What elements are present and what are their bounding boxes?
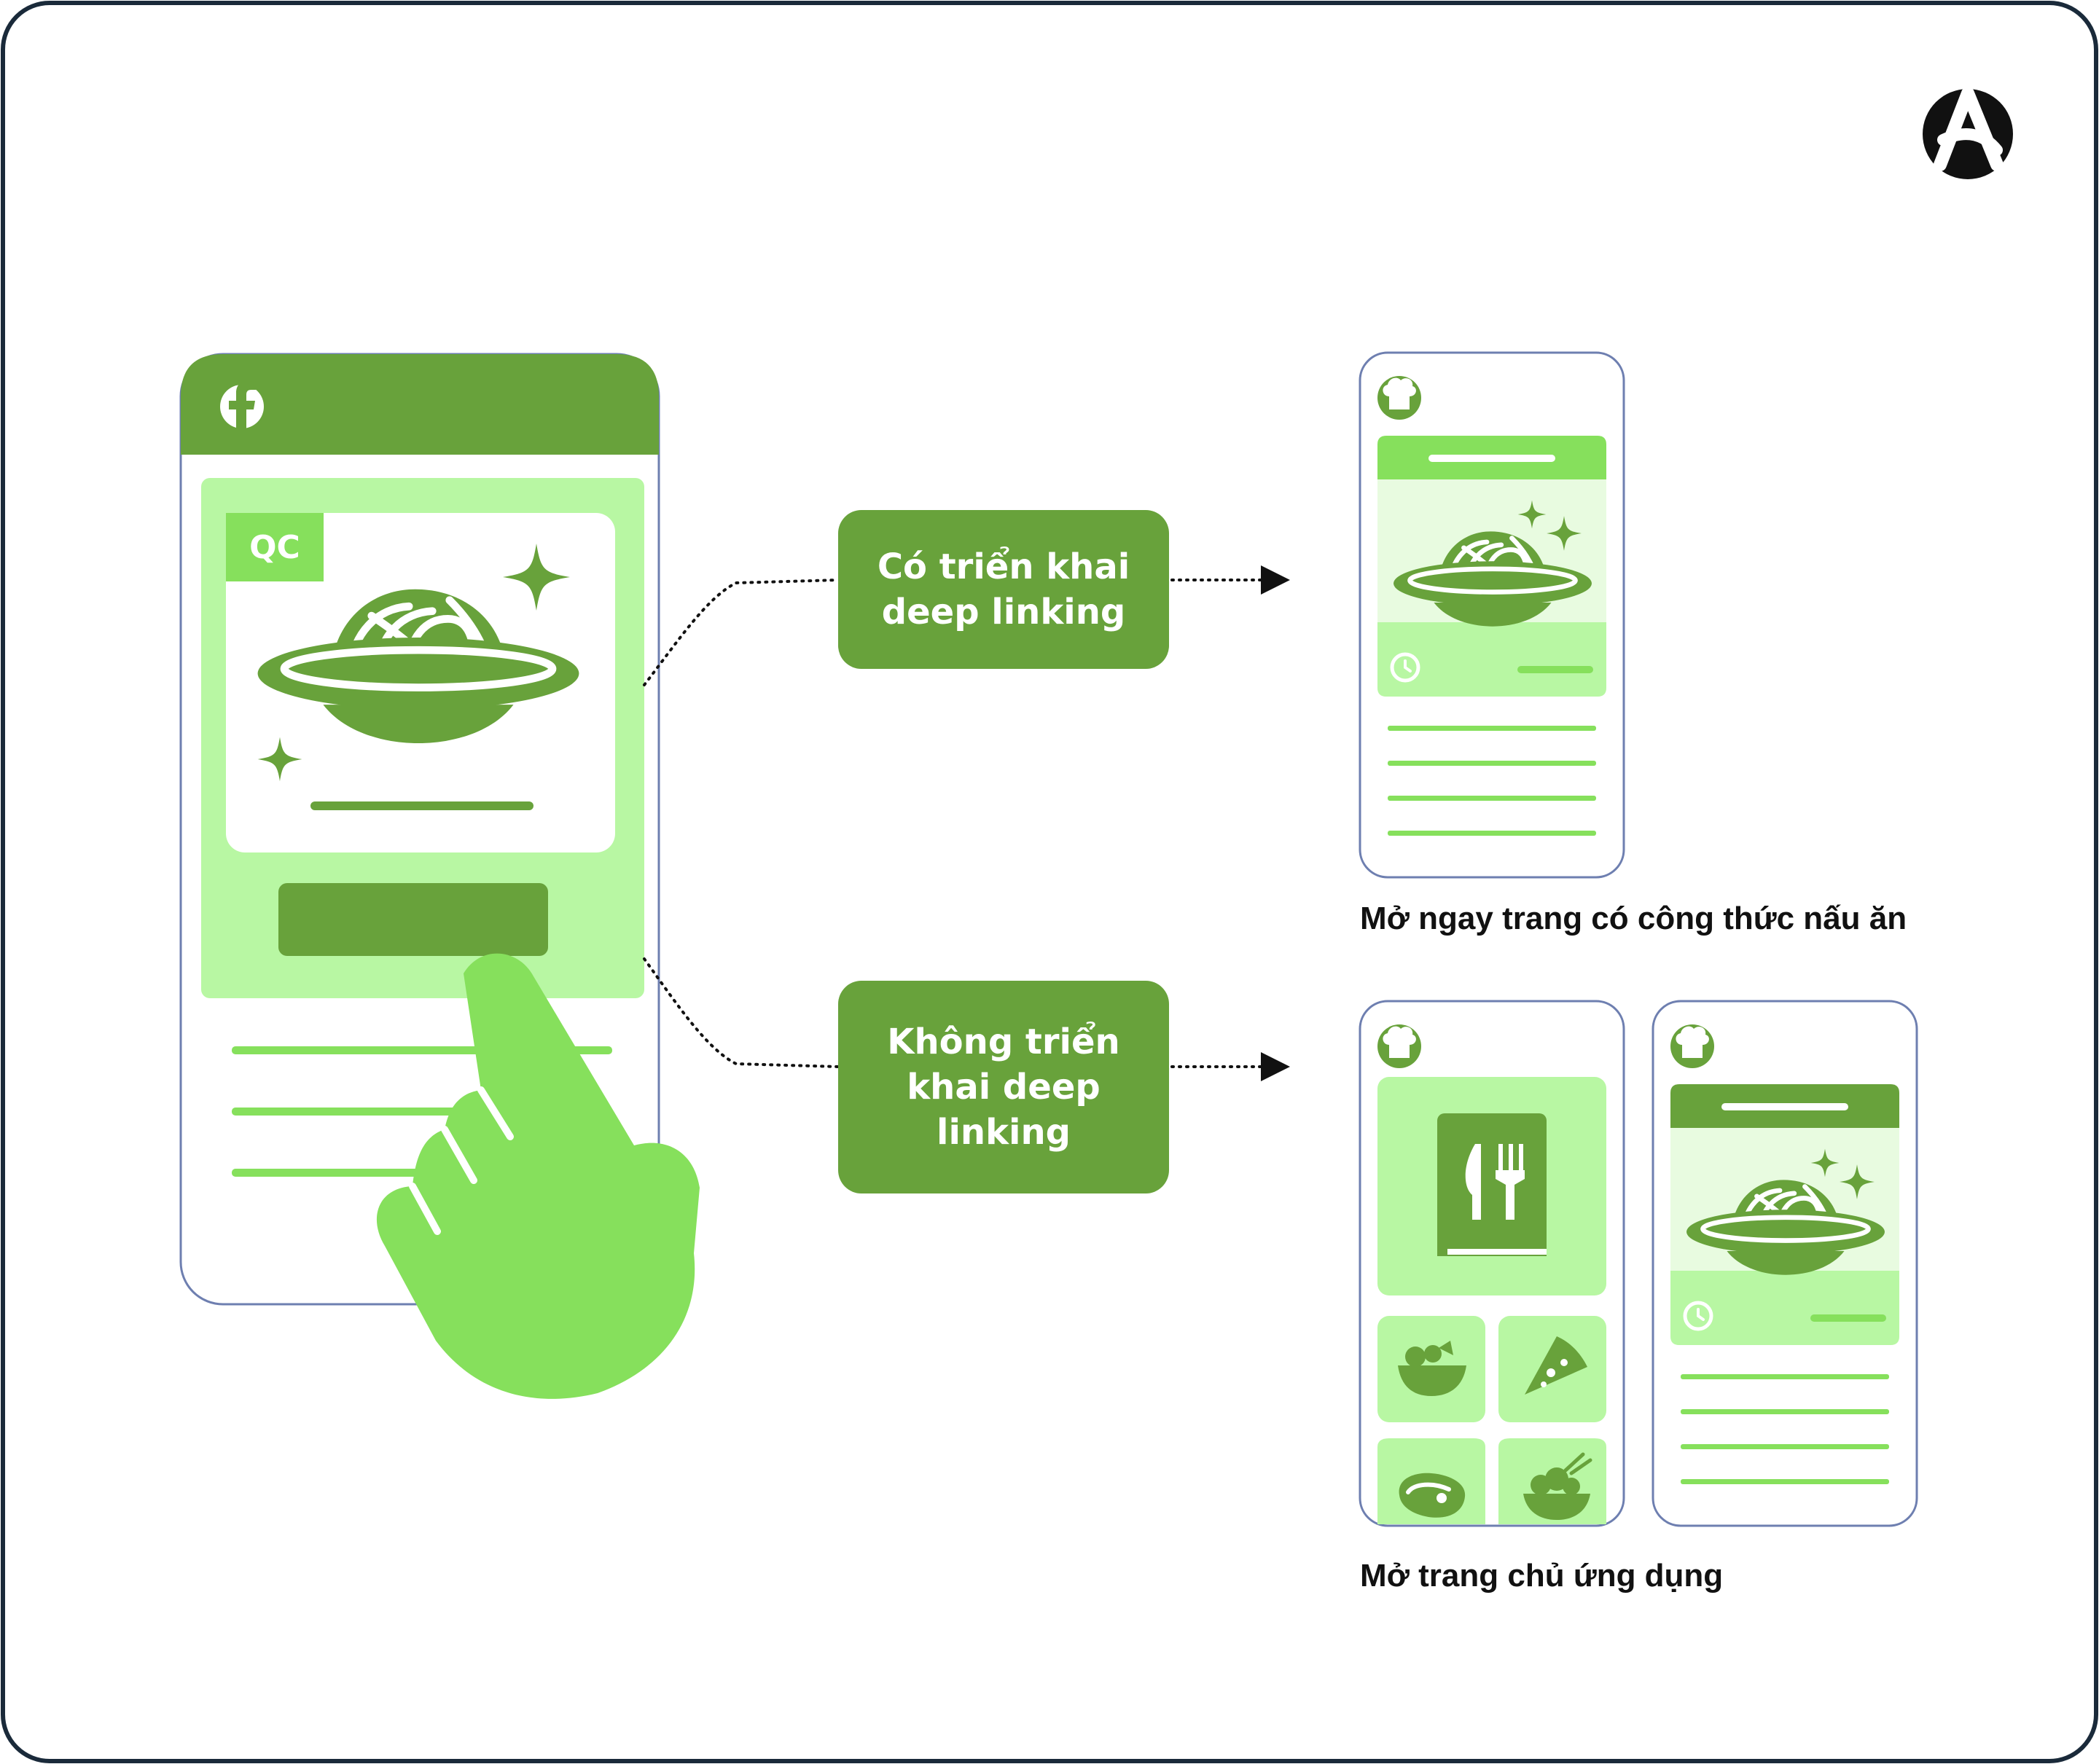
salad-bowl-icon (1398, 1341, 1466, 1396)
rice-bowl-icon (1523, 1452, 1592, 1520)
connector-bottom (643, 957, 1290, 1081)
hand-pointer-icon (376, 953, 700, 1399)
chef-hat-icon (1670, 1024, 1714, 1068)
home-phone (1359, 1000, 1625, 1527)
caption-with-deeplink: Mở ngay trang có công thức nấu ăn (1360, 901, 1907, 936)
pizza-slice-icon (1525, 1336, 1587, 1395)
ad-caption-line (310, 801, 533, 810)
facebook-icon (220, 381, 264, 428)
caption-without-deeplink: Mở trang chủ ứng dụng (1360, 1558, 1724, 1594)
steak-icon (1399, 1473, 1466, 1518)
ad-phone-header (181, 354, 659, 455)
connector-top (643, 565, 1290, 686)
recipe-phone-bottom (1652, 1000, 1918, 1527)
brand-logo-icon (1923, 87, 2013, 179)
ad-cta-button[interactable] (278, 883, 548, 956)
chef-hat-icon (1377, 1024, 1421, 1068)
branch-box-with-deeplink: Có triển khai deep linking (838, 510, 1169, 669)
recipe-book-icon (1437, 1113, 1547, 1256)
ad-tag: QC (226, 513, 324, 581)
branch-box-without-deeplink: Không triển khai deep linking (838, 981, 1169, 1193)
recipe-phone-top (1359, 351, 1625, 879)
chef-hat-icon (1377, 376, 1421, 420)
